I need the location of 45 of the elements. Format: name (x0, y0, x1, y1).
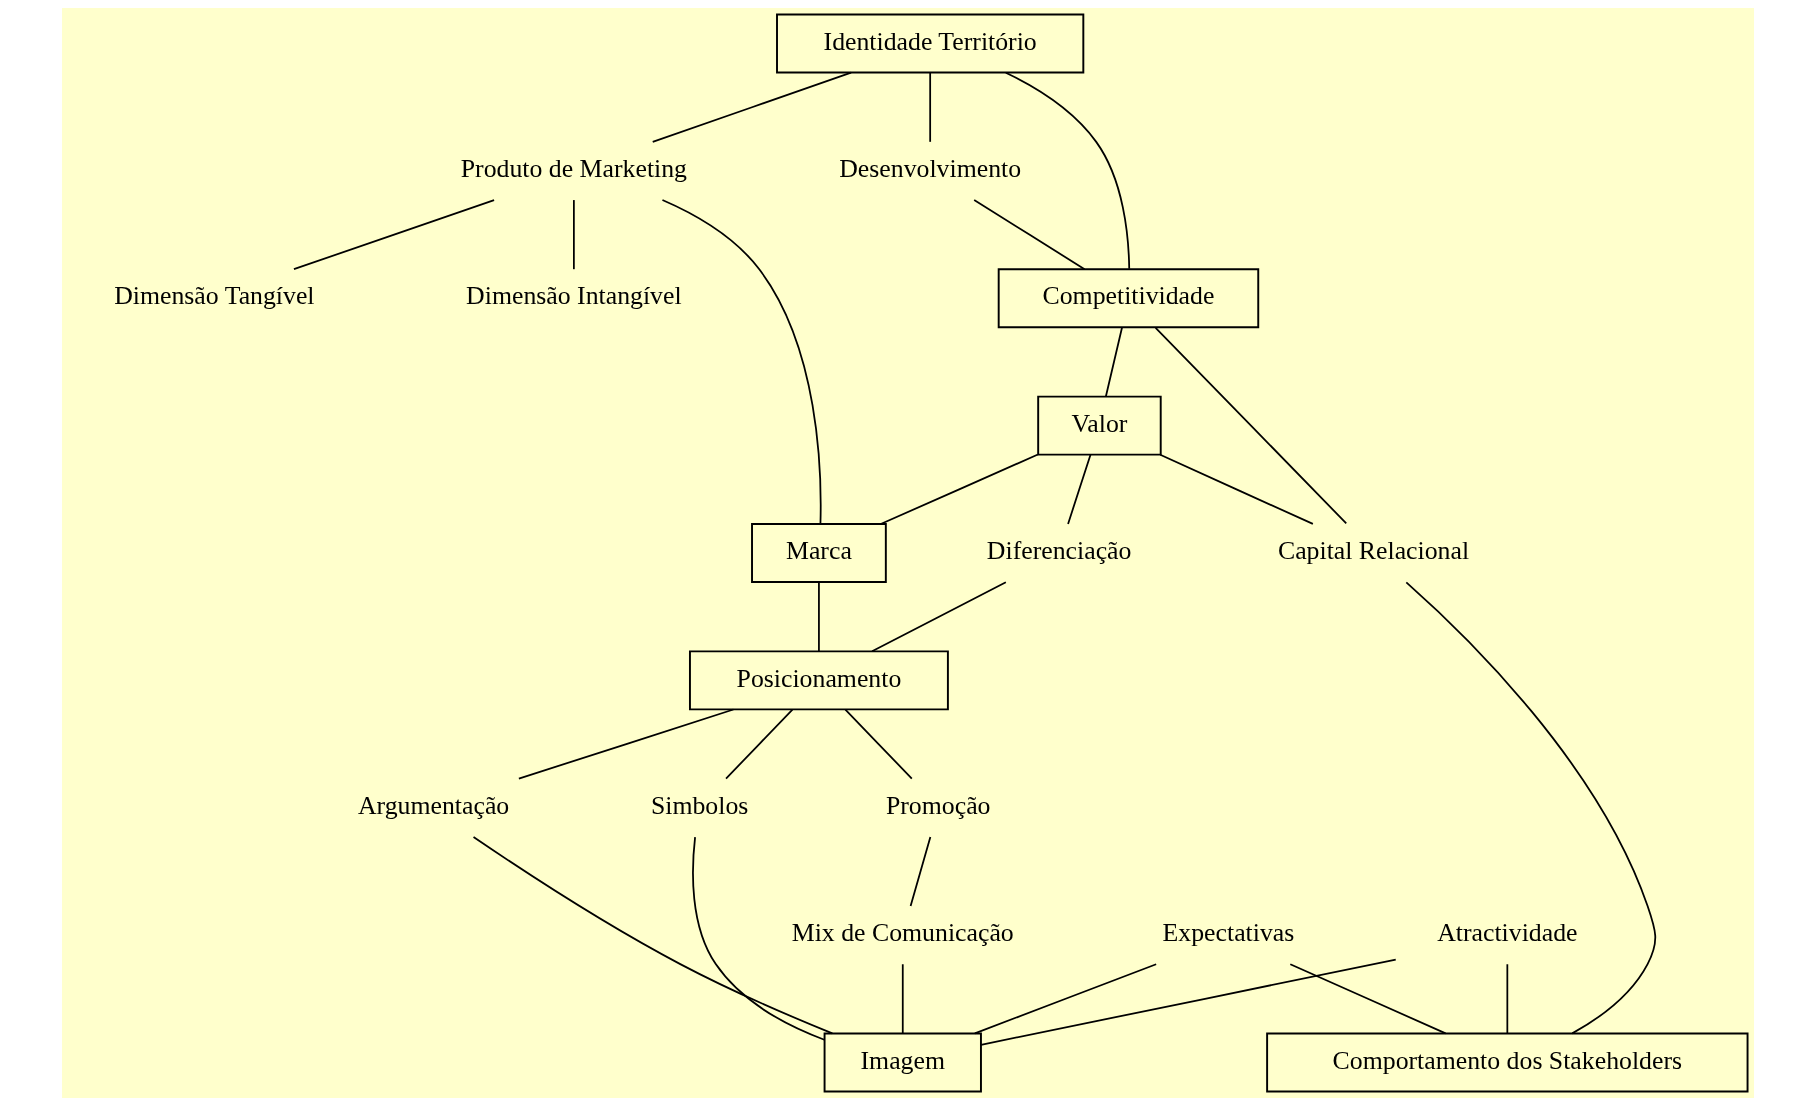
connector (1004, 71, 1131, 270)
node-text: Expectativas (1162, 918, 1295, 948)
connector (1159, 453, 1314, 525)
connector (909, 836, 932, 907)
node-box: Competitividade (997, 268, 1260, 329)
node-text: Promoção (885, 790, 991, 820)
connector (725, 708, 794, 780)
node-text: Simbolos (650, 790, 749, 820)
connector (573, 199, 575, 271)
node-text: Dimensão Tangível (114, 281, 315, 311)
node-box: Valor (1037, 395, 1162, 456)
connector (293, 199, 495, 271)
node-text: Argumentação (357, 790, 510, 820)
connector (901, 963, 904, 1035)
node-box: Posicionamento (689, 650, 949, 711)
node-box: Imagem (823, 1032, 982, 1093)
connector (661, 199, 822, 525)
connector (1405, 581, 1657, 1035)
connector (818, 581, 820, 653)
connector (880, 453, 1039, 525)
connector (980, 958, 1397, 1046)
node-text: Dimensão Intangível (466, 281, 682, 311)
connector (871, 581, 1007, 653)
node-text: Mix de Comunicação (791, 918, 1014, 948)
connector (651, 71, 852, 143)
node-text: Desenvolvimento (839, 154, 1022, 184)
connector (692, 836, 826, 1041)
connector (844, 708, 913, 780)
node-text: Diferenciação (986, 536, 1132, 566)
node-box: Identidade Território (776, 13, 1085, 74)
connector (973, 963, 1158, 1035)
connector (472, 836, 834, 1035)
connector (1067, 453, 1092, 525)
node-text: Produto de Marketing (460, 154, 688, 184)
node-text: Atractividade (1437, 918, 1578, 948)
connector (1154, 326, 1348, 525)
connector (973, 199, 1086, 271)
node-text: Capital Relacional (1277, 536, 1470, 566)
connector (1289, 963, 1447, 1035)
node-box: Comportamento dos Stakeholders (1266, 1032, 1749, 1093)
connector (929, 71, 932, 143)
connector (518, 708, 735, 780)
node-box: Marca (751, 523, 887, 583)
connector (1104, 326, 1123, 398)
connector (1506, 963, 1509, 1035)
